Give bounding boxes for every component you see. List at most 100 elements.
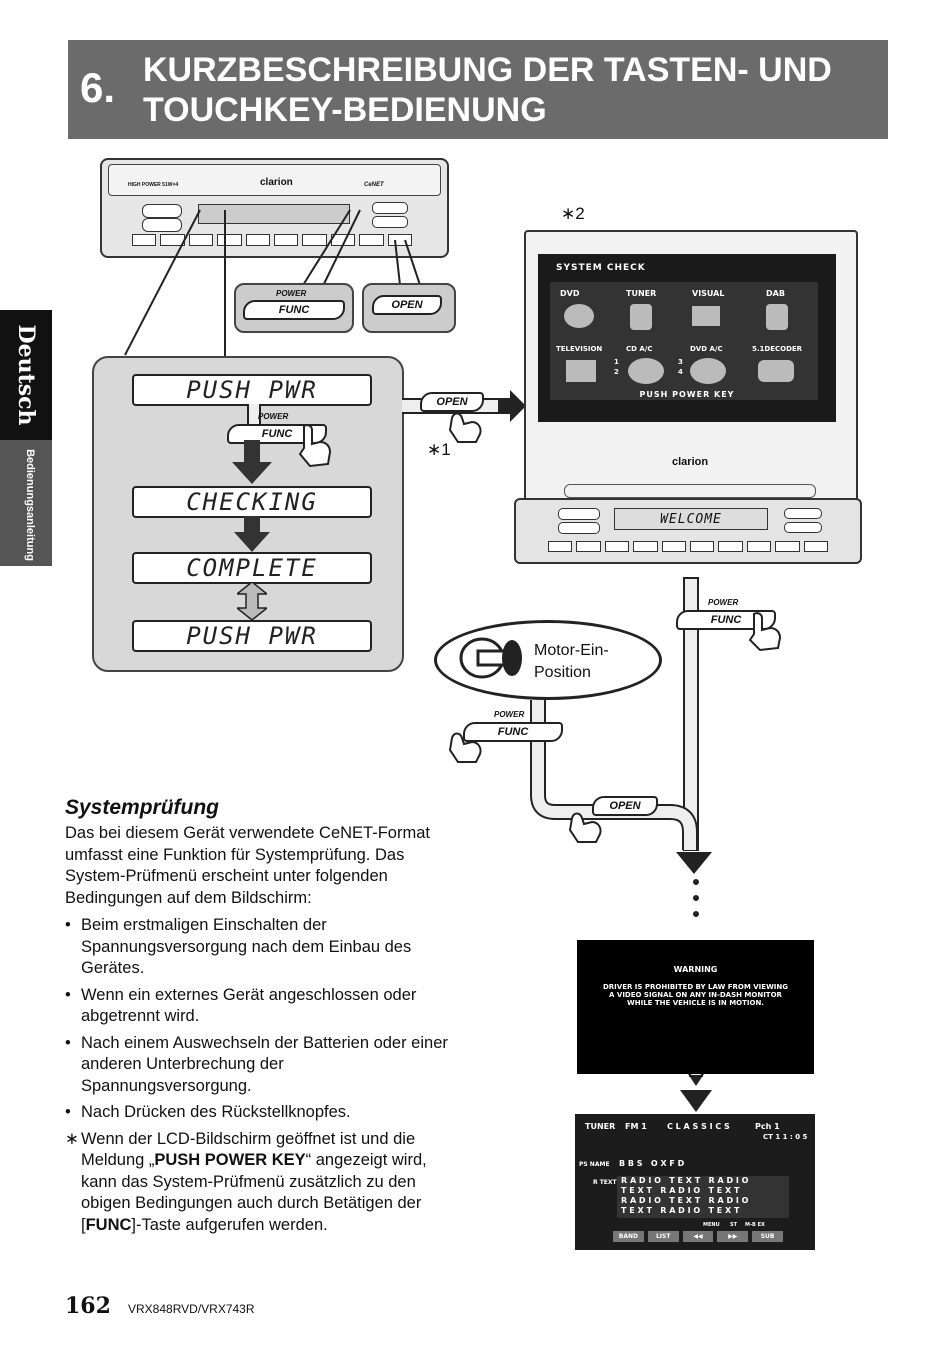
preset-button[interactable] (188, 234, 214, 246)
note-bold-1: PUSH POWER KEY (154, 1151, 306, 1169)
head-unit-top-strip (108, 164, 441, 196)
preset-button[interactable] (803, 541, 829, 552)
header-bar (68, 40, 888, 139)
monitor-band-button[interactable] (784, 522, 822, 533)
dvd-ac-icon (690, 358, 726, 384)
note-text-2: “ angezeigt wird, kann das System-Prüfme… (81, 1151, 427, 1234)
check-item-decoder: 5.1DECODER (752, 345, 803, 353)
tuner-seek-down-button[interactable]: ◀◀ (682, 1231, 714, 1242)
finger-icon (748, 612, 782, 652)
monitor-brand: clarion (672, 456, 709, 468)
monitor-preset-row (548, 541, 829, 552)
dvd-number-4: 4 (678, 368, 683, 376)
seq-power-label: POWER (258, 412, 289, 421)
condition-item: Nach Drücken des Rückstellknopfes. (65, 1102, 457, 1124)
check-item-dvd: DVD (560, 289, 580, 298)
monitor-volume-knob-2[interactable] (558, 522, 600, 534)
warning-line3: WHILE THE VEHICLE IS IN MOTION. (627, 999, 764, 1007)
head-unit: HIGH POWER 51W×4 clarion CeNET (100, 158, 449, 258)
note-text-1: Wenn der LCD-Bildschirm geöffnet ist und… (81, 1129, 416, 1170)
cd-number-2: 2 (614, 368, 619, 376)
tuner-band-button[interactable]: BAND (613, 1231, 644, 1242)
tuner-source: TUNER (585, 1122, 616, 1131)
preset-button[interactable] (217, 234, 242, 246)
preset-button[interactable] (132, 234, 157, 246)
check-item-dab: DAB (766, 289, 785, 298)
head-unit-brand: clarion (260, 177, 293, 188)
double-arrow-icon (237, 582, 267, 620)
finger-icon (568, 812, 602, 843)
tuner-seek-up-button[interactable]: ▶▶ (717, 1231, 749, 1242)
dab-icon (766, 304, 788, 330)
head-unit-left-label: HIGH POWER 51W×4 (128, 182, 179, 188)
section-number: 6. (80, 64, 116, 111)
preset-button[interactable] (302, 234, 327, 246)
model-number: VRX848RVD/VRX743R (128, 1302, 255, 1316)
preset-button[interactable] (359, 234, 384, 246)
motor-icon (459, 637, 522, 679)
tuner-list-button[interactable]: LIST (647, 1231, 679, 1242)
preset-button[interactable] (775, 541, 800, 552)
tuner-rt-block: R A D I O T E X T R A D I O T E X T R A … (617, 1176, 789, 1218)
note-mark: ∗ (65, 1129, 79, 1148)
side-tab-black (0, 310, 52, 440)
open-key[interactable]: OPEN (420, 392, 484, 412)
head-unit-func-button[interactable] (372, 202, 408, 214)
tuner-ps-label: PS NAME (579, 1161, 610, 1168)
preset-button[interactable] (274, 234, 299, 246)
check-item-television: TELEVISION (556, 345, 603, 353)
tuner-screen: TUNER FM 1 C L A S S I C S Pch 1 CT 1 1 … (575, 1114, 815, 1250)
monitor-volume-knob[interactable] (558, 508, 600, 520)
down-arrow-icon (234, 516, 270, 552)
motor-label-line1: Motor-Ein- (534, 642, 609, 659)
monitor-display-text: WELCOME (660, 511, 722, 527)
down-arrow-icon (232, 440, 272, 484)
tuner-ps-value: B B S O X F D (619, 1159, 685, 1168)
preset-button[interactable] (661, 541, 687, 552)
seq-func-key[interactable]: FUNC (227, 424, 327, 444)
finger-icon (298, 424, 332, 468)
tuner-station: C L A S S I C S (667, 1122, 730, 1131)
preset-button[interactable] (633, 541, 658, 552)
preset-button[interactable] (245, 234, 271, 246)
motor-label-line2: Position (534, 664, 591, 681)
visual-icon (692, 306, 720, 326)
monitor-func-button[interactable] (784, 508, 822, 519)
preset-button[interactable] (604, 541, 630, 552)
dvd-icon (564, 304, 594, 328)
right-func-key[interactable]: FUNC (676, 610, 776, 630)
preset-button[interactable] (548, 541, 573, 552)
callout-func-key[interactable]: FUNC (243, 300, 345, 320)
left-power-label: POWER (494, 710, 525, 719)
system-check-screen: SYSTEM CHECK DVD TUNER VISUAL DAB TELEVI… (538, 254, 836, 422)
preset-button[interactable] (576, 541, 601, 552)
preset-button[interactable] (718, 541, 743, 552)
check-item-cd-ac: CD A/C (626, 345, 653, 353)
condition-item: Nach einem Auswechseln der Batterien ode… (65, 1033, 457, 1098)
tuner-rt-line: R A D I O T E X T R A D I O (621, 1176, 749, 1185)
preset-button[interactable] (690, 541, 715, 552)
section-note: ∗ Wenn der LCD-Bildschirm geöffnet ist u… (65, 1129, 457, 1237)
warning-title: WARNING (673, 965, 718, 974)
warning-screen: WARNING DRIVER IS PROHIBITED BY LAW FROM… (577, 940, 814, 1074)
tuner-button-row: BAND LIST ◀◀ ▶▶ SUB (613, 1231, 783, 1242)
head-unit-band-button[interactable] (372, 216, 408, 228)
cd-number-1: 1 (614, 358, 619, 366)
callout-open-key[interactable]: OPEN (372, 295, 442, 315)
flow-open-key[interactable]: OPEN (592, 796, 658, 816)
lcd-push-pwr-2: PUSH PWR (132, 620, 372, 652)
page-title-line2: TOUCHKEY-BEDIENUNG (143, 91, 547, 129)
preset-button[interactable] (746, 541, 772, 552)
system-check-footer: PUSH POWER KEY (639, 390, 735, 399)
left-func-key[interactable]: FUNC (463, 722, 563, 742)
tuner-rt-line: R A D I O T E X T R A D I O (621, 1196, 749, 1205)
tuner-sub-button[interactable]: SUB (752, 1231, 783, 1242)
tuner-mbex-label: M-B EX (745, 1222, 765, 1228)
note-text-3: ]-Taste aufgerufen werden. (131, 1215, 328, 1234)
head-unit-volume-knob[interactable] (142, 204, 182, 218)
head-unit-cenet: CeNET (364, 182, 384, 188)
tuner-preset: Pch 1 (755, 1122, 780, 1131)
decoder-icon (758, 360, 794, 382)
head-unit-volume-knob-2[interactable] (142, 218, 182, 232)
check-item-visual: VISUAL (692, 289, 725, 298)
